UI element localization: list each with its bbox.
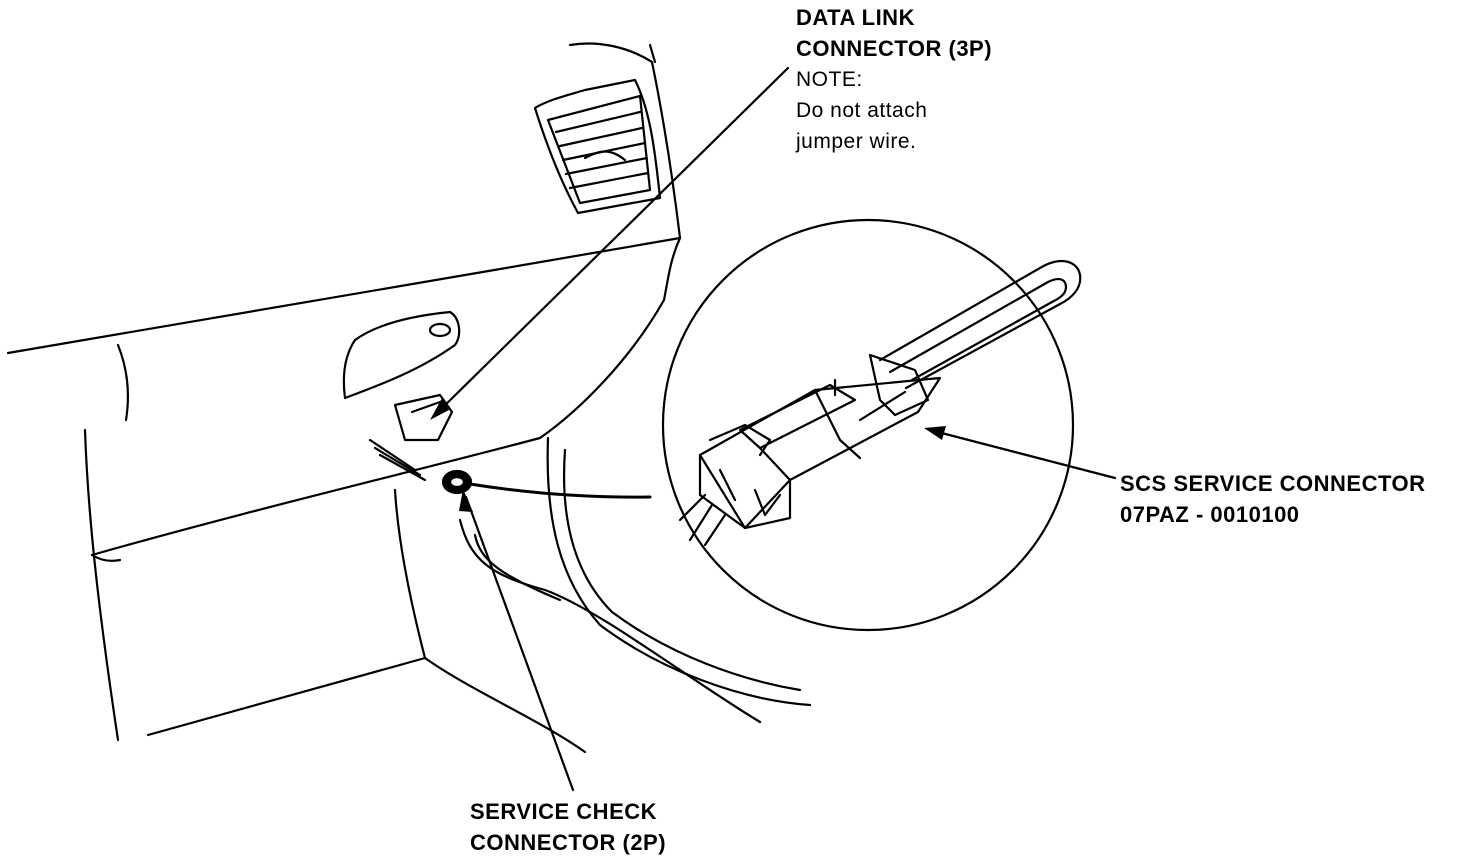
leader-line-data-link (430, 68, 788, 420)
data-link-note-line2: jumper wire. (796, 130, 917, 153)
leader-line-scs (924, 426, 1115, 478)
detail-magnifier-circle (663, 220, 1073, 630)
dashboard-outline (8, 44, 810, 752)
service-check-connector-callout: SERVICE CHECK CONNECTOR (2P) (470, 796, 666, 858)
service-check-title-line1: SERVICE CHECK (470, 799, 658, 824)
leader-line-service-check (459, 489, 573, 790)
glove-box-handle (344, 312, 459, 480)
scs-part-number: 07PAZ - 0010100 (1120, 502, 1300, 527)
service-check-connector (443, 471, 650, 497)
scs-service-connector (680, 261, 1080, 545)
scs-service-connector-callout: SCS SERVICE CONNECTOR 07PAZ - 0010100 (1120, 468, 1426, 530)
air-vent (535, 80, 660, 213)
data-link-title-line1: DATA LINK (796, 5, 915, 30)
data-link-note-line1: Do not attach (796, 99, 928, 122)
data-link-title-line2: CONNECTOR (3P) (796, 36, 993, 61)
scs-title-line1: SCS SERVICE CONNECTOR (1120, 471, 1426, 496)
data-link-note-label: NOTE: (796, 68, 863, 91)
service-check-title-line2: CONNECTOR (2P) (470, 830, 667, 855)
data-link-connector-callout: DATA LINK CONNECTOR (3P) NOTE: Do not at… (796, 2, 992, 157)
